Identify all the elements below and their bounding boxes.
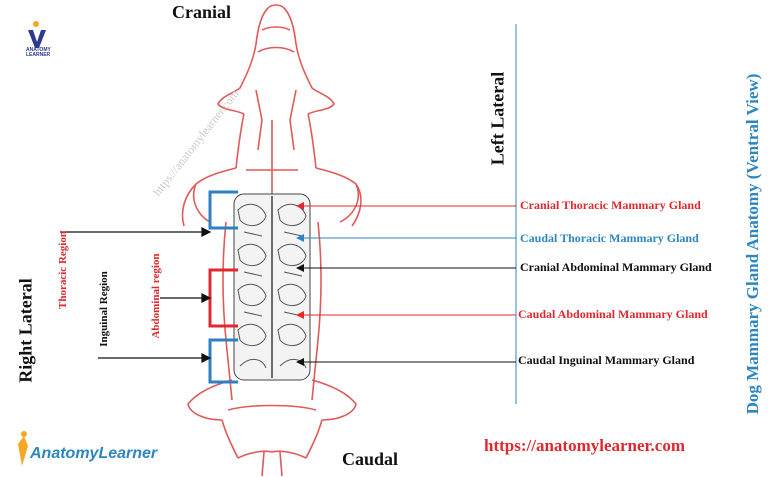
thoracic-region-label: Thoracic Region (57, 231, 69, 309)
abdominal-region-label: Abdominal region (150, 253, 162, 339)
left-lateral-label: Left Lateral (487, 71, 508, 166)
gland-label-cranial-thoracic: Cranial Thoracic Mammary Gland (520, 198, 701, 212)
region-arrows (60, 227, 212, 363)
inguinal-bracket (208, 338, 238, 384)
gland-label-caudal-inguinal: Caudal Inguinal Mammary Gland (518, 353, 695, 367)
gland-label-cranial-abdominal: Cranial Abdominal Mammary Gland (520, 260, 712, 274)
gland-label-caudal-abdominal: Caudal Abdominal Mammary Gland (518, 307, 708, 321)
gland-arrows (296, 202, 516, 366)
brand-name: AnatomyLearner (30, 445, 158, 462)
page-title: Dog Mammary Gland Anatomy (Ventral View) (743, 73, 762, 415)
site-url[interactable]: https://anatomylearner.com (484, 436, 685, 455)
dog-body-outline (181, 4, 362, 477)
right-lateral-label: Right Lateral (15, 278, 36, 383)
caudal-label: Caudal (342, 449, 399, 469)
gland-label-caudal-thoracic: Caudal Thoracic Mammary Gland (520, 231, 699, 245)
anatomylearner-logo-icon (18, 431, 28, 466)
logo-subtext: ANATOMY LEARNER (26, 47, 51, 58)
mammary-gland-region (233, 193, 311, 381)
inguinal-region-label: Inguinal Region (98, 271, 110, 347)
cranial-label: Cranial (172, 2, 232, 22)
thoracic-bracket (208, 190, 238, 230)
v-logo-icon (28, 21, 46, 48)
